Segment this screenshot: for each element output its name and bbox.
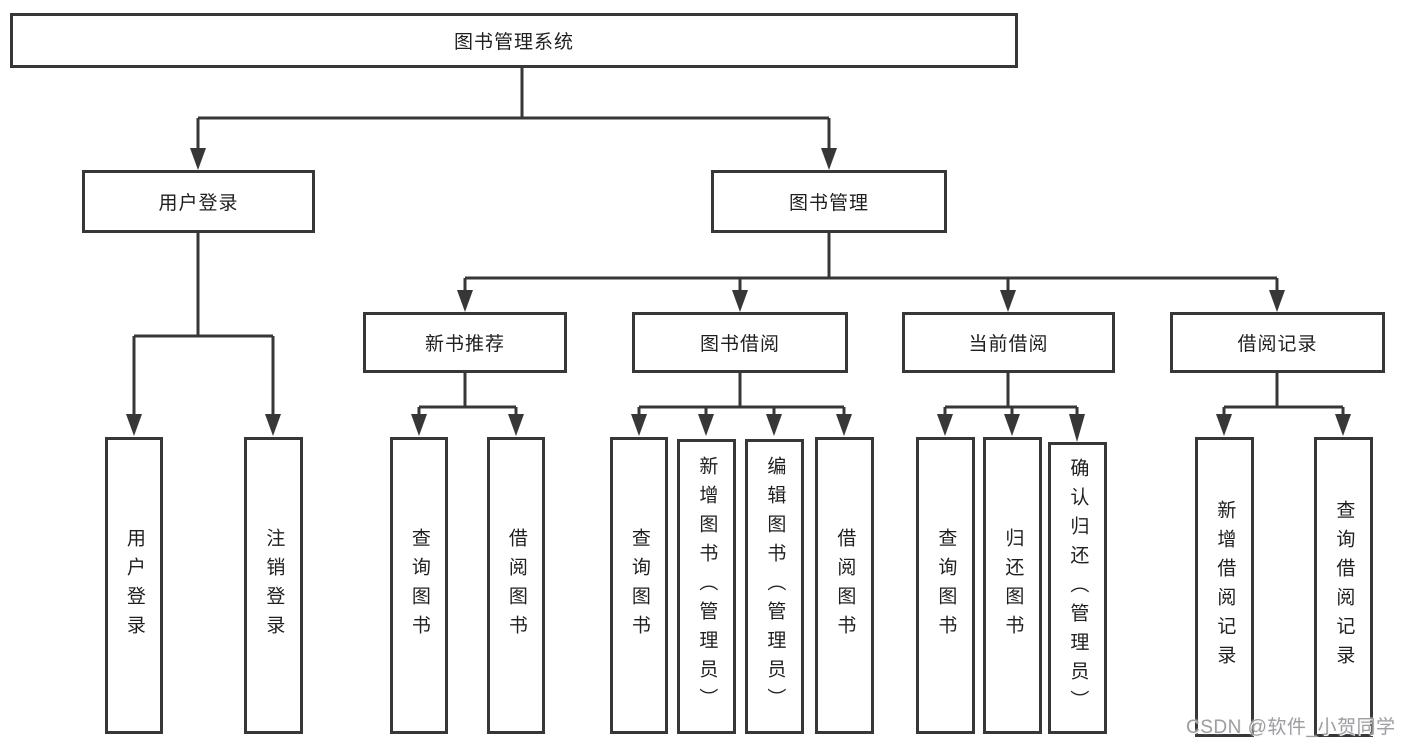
node-book-management-label: 图书管理	[788, 193, 869, 214]
leaf-add-books-admin-label: 新增图书（管理员）	[696, 456, 718, 717]
leaf-borrow-query-books-label: 查询图书	[628, 527, 650, 644]
leaf-confirm-return-admin: 确认归还（管理员）	[1048, 442, 1107, 734]
node-root-label: 图书管理系统	[453, 32, 574, 53]
node-root: 图书管理系统	[10, 13, 1018, 68]
node-new-book-recommend-label: 新书推荐	[424, 334, 505, 355]
leaf-return-books: 归还图书	[983, 437, 1042, 734]
node-borrow-records-label: 借阅记录	[1237, 334, 1318, 355]
leaf-borrow-books: 借阅图书	[815, 437, 874, 734]
leaf-recommend-query-books: 查询图书	[390, 437, 448, 734]
leaf-logout: 注销登录	[244, 437, 303, 734]
leaf-edit-books-admin: 编辑图书（管理员）	[745, 439, 804, 734]
leaf-add-books-admin: 新增图书（管理员）	[677, 439, 736, 734]
leaf-confirm-return-admin-label: 确认归还（管理员）	[1067, 457, 1089, 719]
node-user-login: 用户登录	[82, 170, 315, 233]
leaf-current-query-books: 查询图书	[916, 437, 975, 734]
node-borrow-records: 借阅记录	[1170, 312, 1385, 373]
leaf-logout-label: 注销登录	[263, 527, 285, 644]
leaf-recommend-borrow-books: 借阅图书	[487, 437, 545, 734]
leaf-user-login-label: 用户登录	[123, 527, 145, 644]
leaf-borrow-books-label: 借阅图书	[834, 527, 856, 644]
leaf-add-borrow-record-label: 新增借阅记录	[1214, 500, 1236, 674]
leaf-recommend-borrow-books-label: 借阅图书	[505, 527, 527, 644]
leaf-query-borrow-record-label: 查询借阅记录	[1333, 500, 1355, 674]
leaf-borrow-query-books: 查询图书	[610, 437, 668, 734]
node-book-borrow: 图书借阅	[632, 312, 848, 373]
node-book-borrow-label: 图书借阅	[699, 334, 780, 355]
leaf-add-borrow-record: 新增借阅记录	[1195, 437, 1254, 737]
leaf-recommend-query-books-label: 查询图书	[408, 527, 430, 644]
leaf-query-borrow-record: 查询借阅记录	[1314, 437, 1373, 737]
node-current-borrow: 当前借阅	[902, 312, 1115, 373]
leaf-current-query-books-label: 查询图书	[935, 527, 957, 644]
leaf-user-login: 用户登录	[105, 437, 163, 734]
node-book-management: 图书管理	[711, 170, 947, 233]
leaf-edit-books-admin-label: 编辑图书（管理员）	[764, 456, 786, 717]
watermark: CSDN @软件_小贺同学	[1186, 717, 1396, 738]
leaf-return-books-label: 归还图书	[1002, 527, 1024, 644]
node-new-book-recommend: 新书推荐	[363, 312, 567, 373]
node-user-login-label: 用户登录	[158, 193, 239, 214]
node-current-borrow-label: 当前借阅	[968, 334, 1049, 355]
